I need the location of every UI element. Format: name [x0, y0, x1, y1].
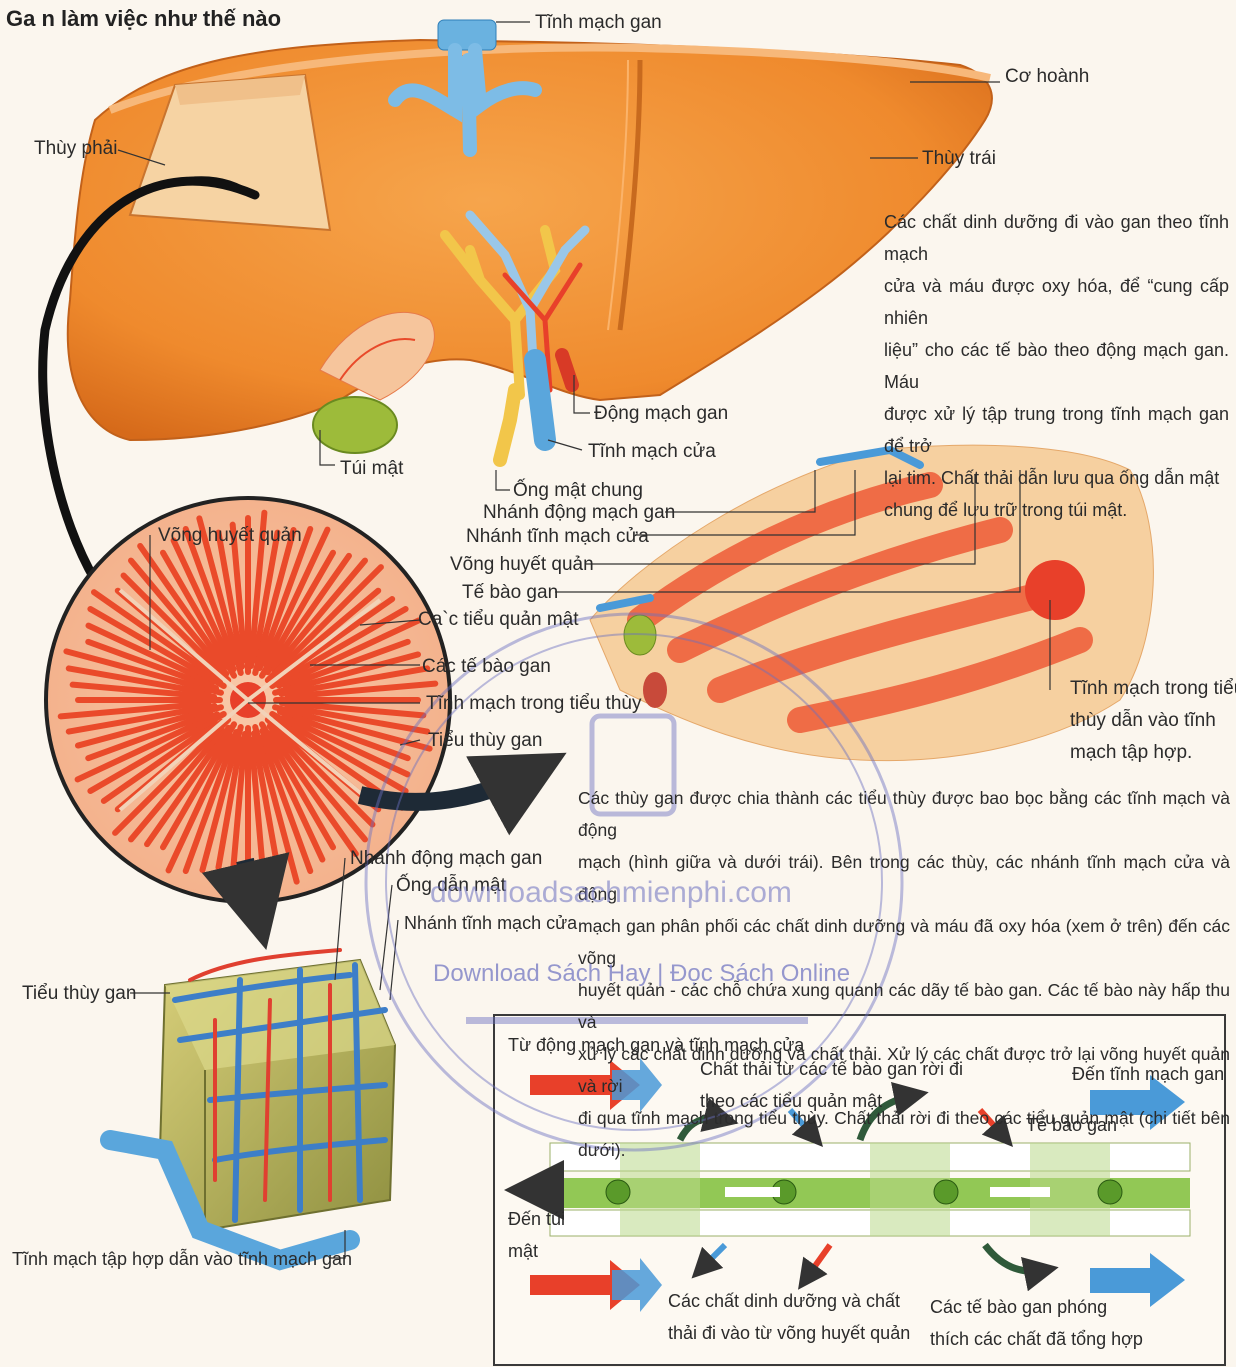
label-bile-canaliculi: Ca`c tiểu quản mật [418, 609, 579, 631]
label-central-vein: Tĩnh mạch trong tiểu thùy [426, 693, 641, 715]
label-hepatic-artery-branch-2: Nhánh động mạch gan [350, 848, 542, 870]
flow-label-nutrients-1: Các chất dinh dưỡng và chất [668, 1290, 900, 1312]
para1-line: được xử lý tập trung trong tĩnh mạch gan… [884, 398, 1229, 462]
label-portal-vein: Tĩnh mạch cửa [588, 441, 716, 463]
label-hepatic-vein: Tĩnh mạch gan [535, 12, 662, 34]
label-hepatic-artery: Động mạch gan [594, 403, 728, 425]
label-sinusoid-circle: Võng huyết quản [158, 525, 302, 547]
para1-line: Các chất dinh dưỡng đi vào gan theo tĩnh… [884, 206, 1229, 270]
para1-line: lại tim. Chất thải dẫn lưu qua ống dẫn m… [884, 462, 1229, 494]
flow-label-to-gallbladder-2: mật [508, 1240, 538, 1262]
label-gallbladder: Túi mật [340, 458, 403, 480]
label-liver-lobule-2: Tiểu thùy gan [22, 983, 136, 1005]
flow-label-nutrients-2: thải đi vào từ võng huyết quản [668, 1322, 910, 1344]
watermark-tagline: Download Sách Hay | Đọc Sách Online [433, 960, 850, 988]
label-liver-lobule: Tiểu thùy gan [428, 730, 542, 752]
flow-label-release-2: thích các chất đã tổng hợp [930, 1328, 1143, 1350]
label-collecting-vein: Tĩnh mạch tập hợp dẫn vào tĩnh mạch gan [12, 1248, 352, 1270]
flow-label-hepatocyte: Tế bào gan [1026, 1114, 1117, 1136]
paragraph-liver-function: Các chất dinh dưỡng đi vào gan theo tĩnh… [884, 206, 1229, 526]
arrow-to-cube [245, 860, 258, 915]
flow-label-to-hepatic-vein: Đến tĩnh mạch gan [1072, 1063, 1224, 1085]
flow-label-release-1: Các tế bào gan phóng [930, 1296, 1107, 1318]
label-diaphragm: Cơ hoành [1005, 66, 1089, 88]
liver-illustration [68, 20, 992, 460]
label-sinusoid: Võng huyết quản [450, 554, 594, 576]
label-right-lobe: Thùy phải [34, 138, 117, 160]
para2-line: Các thùy gan được chia thành các tiểu th… [578, 782, 1230, 846]
label-left-lobe: Thùy trái [922, 148, 996, 170]
para1-line: cửa và máu được oxy hóa, để “cung cấp nh… [884, 270, 1229, 334]
para1-line: chung để lưu trữ trong túi mật. [884, 494, 1229, 526]
label-hepatocytes: Các tế bào gan [422, 656, 551, 678]
flow-label-waste-2: theo các tiểu quản mật [700, 1090, 882, 1112]
para2-line: đi qua tĩnh mạch trong tiểu thùy. Chất t… [578, 1102, 1230, 1166]
lobule-block-illustration [110, 950, 395, 1260]
flow-label-waste-1: Chất thải từ các tế bào gan rời đi [700, 1058, 963, 1080]
label-central-vein-note-3: mạch tập hợp. [1070, 742, 1192, 764]
label-portal-vein-branch-2: Nhánh tĩnh mạch cửa [404, 912, 577, 934]
label-hepatocyte: Tế bào gan [462, 582, 558, 604]
label-central-vein-note-1: Tĩnh mạch trong tiểu [1070, 678, 1236, 700]
flow-label-to-gallbladder-1: Đến túi [508, 1208, 565, 1230]
label-central-vein-note-2: thùy dẫn vào tĩnh [1070, 710, 1216, 732]
watermark-site: downloadsachmienphi.com [430, 876, 792, 910]
label-common-bile-duct: Ống mật chung [513, 480, 643, 502]
flow-label-from-artery: Từ động mạch gan và tĩnh mạch cửa [508, 1034, 804, 1056]
label-portal-vein-branch: Nhánh tĩnh mạch cửa [466, 526, 649, 548]
label-hepatic-artery-branch: Nhánh động mạch gan [483, 502, 675, 524]
para1-line: liệu” cho các tế bào theo động mạch gan.… [884, 334, 1229, 398]
